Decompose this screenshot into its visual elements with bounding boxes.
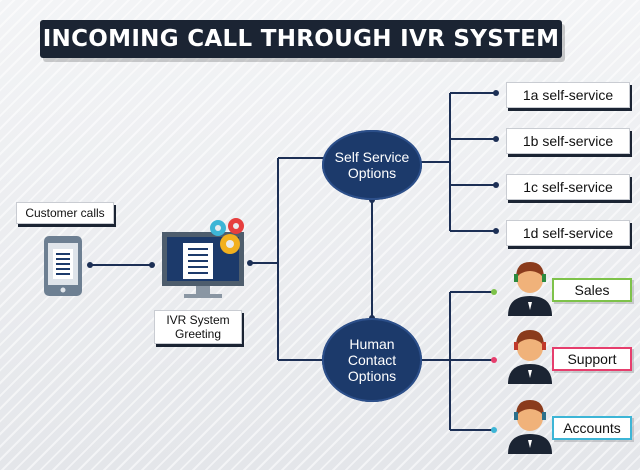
agent-accounts-icon	[508, 400, 552, 454]
dot-monitor-out	[247, 260, 253, 266]
ivr-line-2: Greeting	[174, 327, 222, 341]
dot-support	[491, 357, 497, 363]
self-service-line-1: Self Service	[334, 149, 410, 165]
agent-support-icon	[508, 330, 552, 384]
dot-monitor-in	[149, 262, 155, 268]
human-contact-line-2: Contact	[347, 352, 397, 368]
ivr-greeting-label: IVR System Greeting	[154, 310, 242, 344]
self-service-line-2: Options	[347, 165, 397, 181]
self-service-option-1a: 1a self-service	[506, 82, 630, 108]
dot-1b	[493, 136, 499, 142]
dot-phone	[87, 262, 93, 268]
human-contact-line-1: Human	[349, 336, 395, 352]
gear-icon	[210, 218, 244, 254]
self-service-node: Self Service Options	[322, 130, 422, 200]
ivr-line-1: IVR System	[166, 313, 230, 327]
title-banner: INCOMING CALL THROUGH IVR SYSTEM	[40, 20, 562, 58]
human-contact-line-3: Options	[347, 368, 397, 384]
dot-1d	[493, 228, 499, 234]
agent-sales-icon	[508, 262, 552, 316]
human-contact-node: Human Contact Options	[322, 318, 422, 402]
self-service-option-1c: 1c self-service	[506, 174, 630, 200]
phone-icon	[44, 236, 82, 296]
dot-1a	[493, 90, 499, 96]
dot-accounts	[491, 427, 497, 433]
self-service-option-1b: 1b self-service	[506, 128, 630, 154]
agent-sales-label: Sales	[552, 278, 632, 302]
dot-1c	[493, 182, 499, 188]
dot-sales	[491, 289, 497, 295]
page-title: INCOMING CALL THROUGH IVR SYSTEM	[42, 26, 560, 52]
self-service-option-1d: 1d self-service	[506, 220, 630, 246]
agent-support-label: Support	[552, 347, 632, 371]
agent-accounts-label: Accounts	[552, 416, 632, 440]
customer-calls-label: Customer calls	[16, 202, 114, 224]
dot-self-top	[369, 197, 375, 203]
